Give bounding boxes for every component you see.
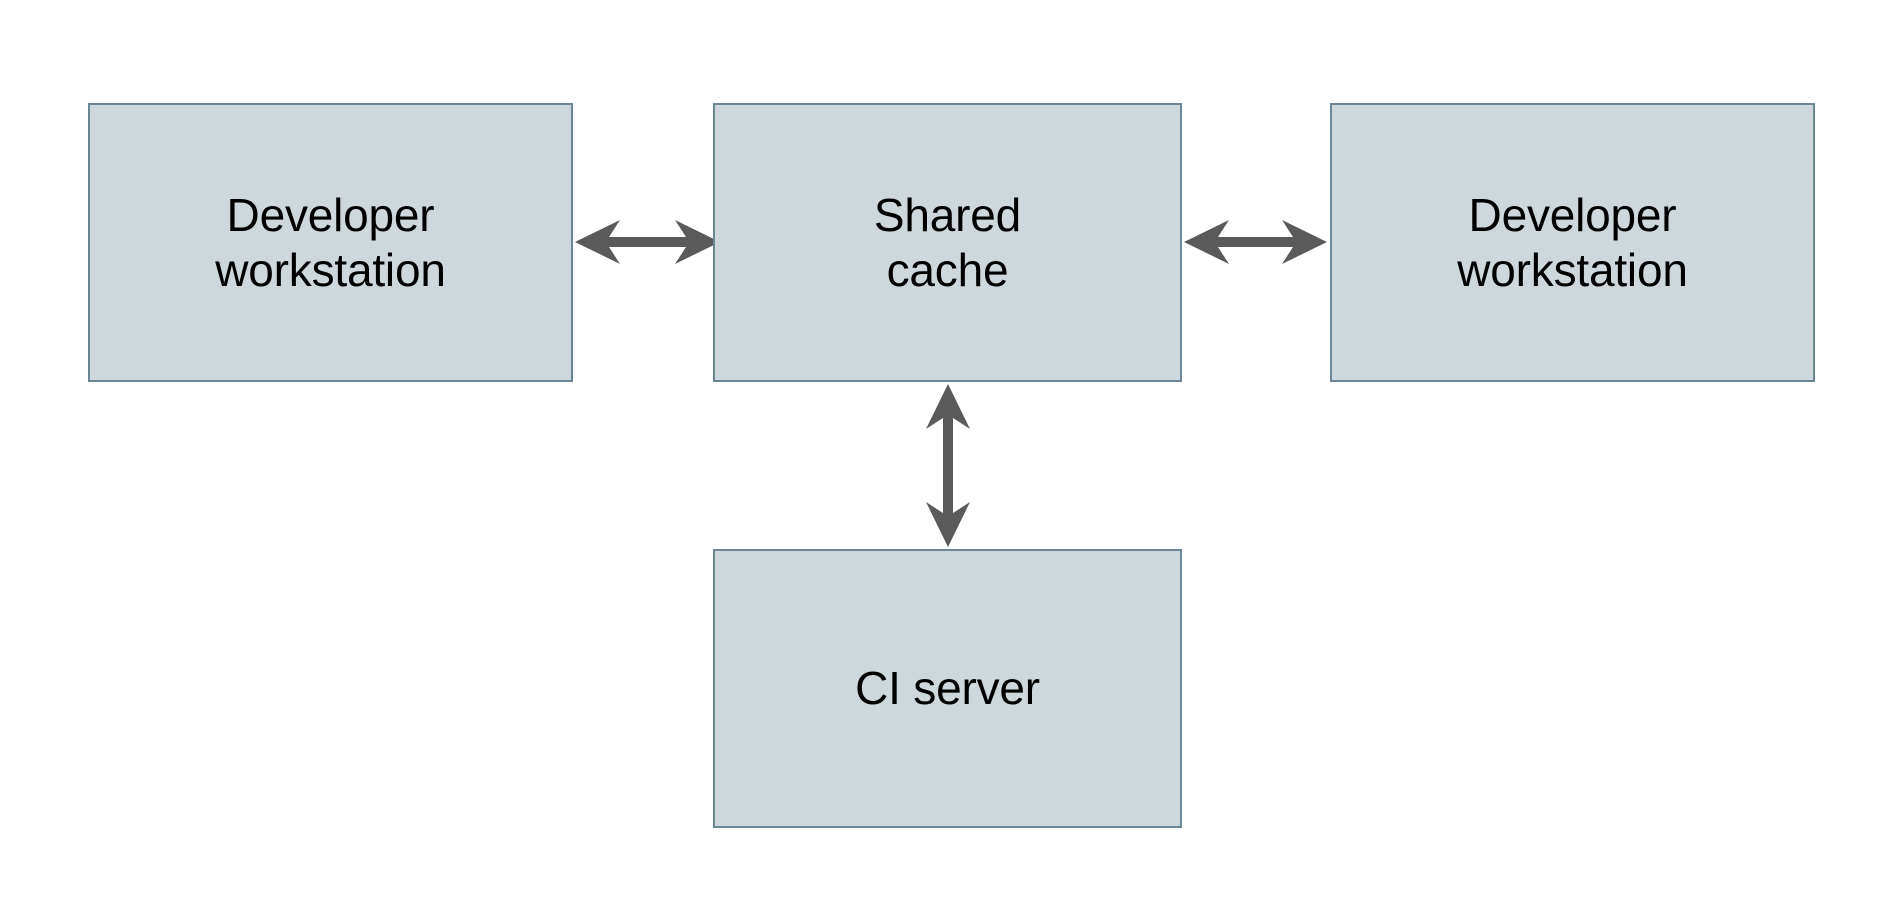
node-label: Developer workstation — [215, 189, 446, 296]
node-label: Shared cache — [873, 189, 1022, 296]
node-label: CI server — [855, 662, 1040, 715]
node-developer-workstation-left[interactable]: Developer workstation — [88, 103, 573, 382]
node-shared-cache[interactable]: Shared cache — [713, 103, 1182, 382]
node-label: Developer workstation — [1457, 189, 1688, 296]
node-developer-workstation-right[interactable]: Developer workstation — [1330, 103, 1815, 382]
node-ci-server[interactable]: CI server — [713, 549, 1182, 828]
arrow-ci-server-to-shared-cache — [926, 384, 970, 547]
arrow-dev-left-to-shared-cache — [575, 220, 720, 264]
arrow-shared-cache-to-dev-right — [1184, 220, 1327, 264]
